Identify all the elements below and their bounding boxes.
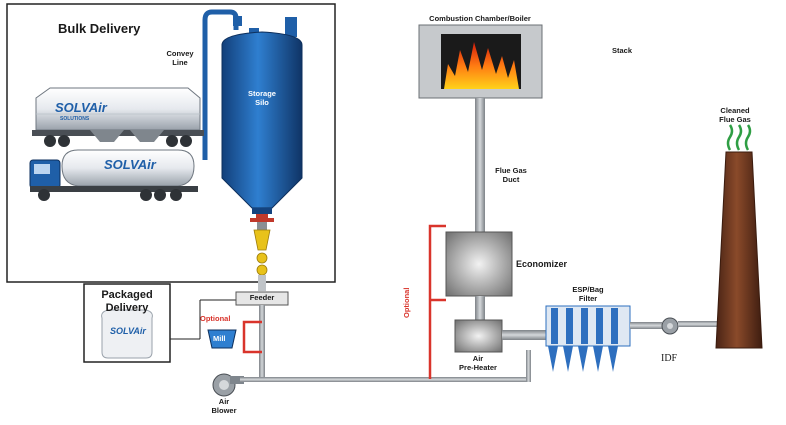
economizer <box>445 231 513 297</box>
air-blower <box>212 373 244 397</box>
cleaned-text-1: Cleaned <box>720 106 750 115</box>
packaged-delivery-frame <box>83 283 171 363</box>
storage-silo-label: Storage Silo <box>240 89 284 107</box>
flue-gas-duct-text-2: Duct <box>502 174 520 184</box>
bulk-delivery-title: Bulk Delivery <box>58 21 141 36</box>
feeder-label: Feeder <box>249 293 275 302</box>
bulk-delivery-frame <box>6 3 336 283</box>
rail-car-logo: SOLVAir <box>55 100 107 116</box>
mill-label: Mill <box>213 334 226 343</box>
optional-injection-line <box>428 224 446 379</box>
cleaned-flue-gas-label: Cleaned Flue Gas <box>707 106 763 124</box>
truck-logo: SOLVAir <box>104 157 156 172</box>
feeder-drop-pipe <box>259 305 265 379</box>
air-blower-text-1: Air <box>218 397 230 406</box>
convey-line-label: Convey Line <box>163 49 197 67</box>
optional-mill-label: Optional <box>200 314 231 323</box>
silo-valve-flange <box>250 218 274 222</box>
convey-line-pipe <box>202 9 239 160</box>
air-preheater-text-2: Pre-Heater <box>459 362 497 372</box>
mill-bypass-line <box>242 320 262 354</box>
esp-text-2: Filter <box>578 293 598 303</box>
stack-label: Stack <box>612 46 633 55</box>
hopper-rail-car <box>32 87 204 147</box>
econ-to-preheater-duct <box>475 296 485 320</box>
sorbent-injection-pipe <box>240 377 530 382</box>
storage-silo-text-1: Storage <box>248 89 276 98</box>
air-preheater-text-1: Air <box>472 354 484 363</box>
flue-gas-duct-text-1: Flue Gas <box>495 166 527 175</box>
storage-silo-text-2: Silo <box>255 97 269 107</box>
rail-car-logo-text: SOLVAir <box>55 100 107 115</box>
injection-riser <box>526 350 531 382</box>
esp-text-1: ESP/Bag <box>572 285 604 294</box>
convey-line-text-2: Line <box>172 57 188 67</box>
packaged-delivery-text-1: Packaged <box>101 289 153 301</box>
coupling-2 <box>256 264 268 276</box>
bag-logo: SOLVAir <box>110 326 146 336</box>
idf-to-stack-duct <box>678 321 720 327</box>
storage-silo <box>221 17 303 214</box>
flue-gas-duct-label: Flue Gas Duct <box>488 166 534 184</box>
convey-line-nozzle <box>233 16 242 26</box>
air-preheater <box>454 319 503 353</box>
packaged-delivery-text-2: Delivery <box>105 301 149 314</box>
tank-truck <box>29 149 198 201</box>
combustion-chamber <box>418 24 543 99</box>
silo-outlet-pipe <box>257 222 267 230</box>
esp-label: ESP/Bag Filter <box>558 285 618 303</box>
feed-pipe <box>258 275 266 291</box>
convey-line-text-1: Convey <box>166 49 194 58</box>
idf-label: IDF <box>661 353 678 364</box>
supersack-bag <box>101 309 153 359</box>
idf-fan <box>661 317 679 335</box>
esp-bag-filter <box>545 305 631 372</box>
preheater-to-esp-duct <box>502 330 546 340</box>
packaged-delivery-title: Packaged Delivery <box>86 289 168 314</box>
stack-chimney <box>715 151 763 349</box>
flue-gas-duct <box>475 98 485 232</box>
vapor-plume <box>726 124 752 151</box>
air-blower-text-2: Blower <box>211 405 237 415</box>
rail-car-logo-sub: SOLUTIONS <box>60 116 90 122</box>
air-blower-label: Air Blower <box>206 397 242 415</box>
esp-to-idf-duct <box>630 322 662 329</box>
economizer-label: Economizer <box>516 259 568 269</box>
cleaned-text-2: Flue Gas <box>719 114 751 124</box>
air-preheater-label: Air Pre-Heater <box>446 354 510 372</box>
coupling-1 <box>256 252 268 264</box>
optional-vertical-label: Optional <box>402 287 411 318</box>
mill-body <box>207 329 237 349</box>
combustion-label: Combustion Chamber/Boiler <box>429 14 531 23</box>
rotary-valve <box>253 229 271 251</box>
